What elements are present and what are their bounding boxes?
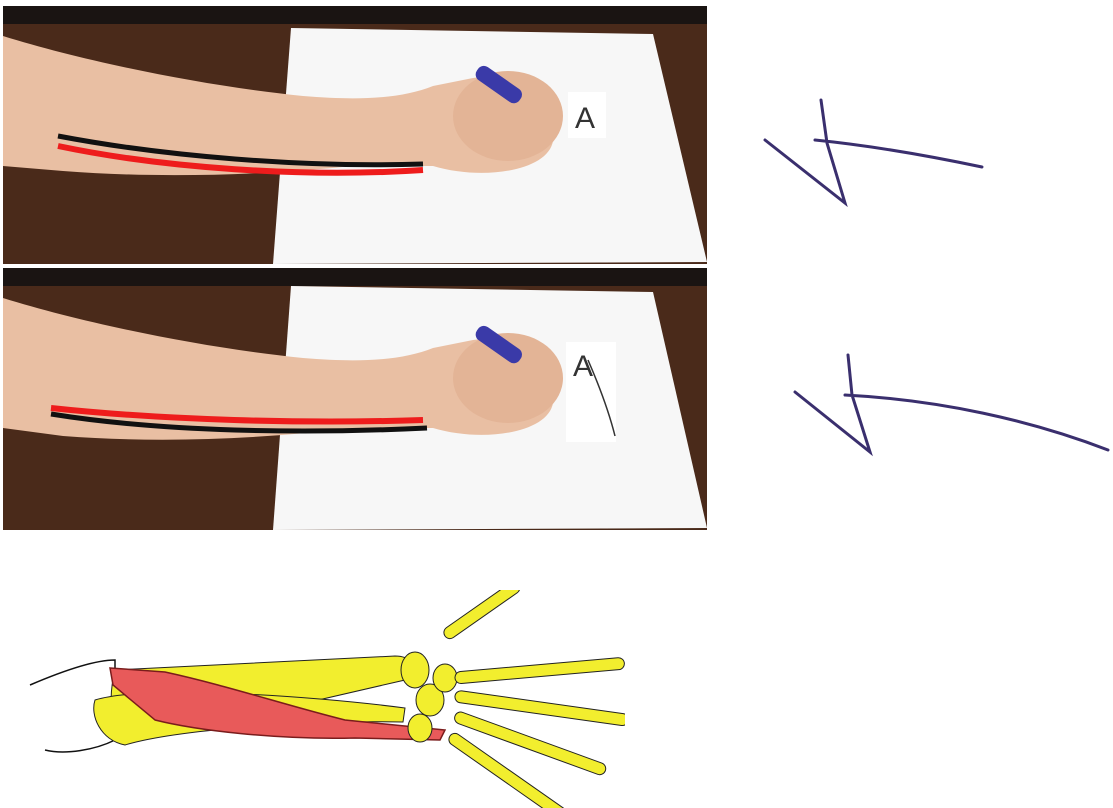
written-letter: A [575, 102, 595, 135]
finger-bones [442, 590, 625, 808]
photo-panel-bottom: A [3, 268, 707, 530]
background-dark [3, 268, 707, 286]
carpal-bones [401, 652, 457, 742]
background-dark [3, 6, 707, 24]
signature-bottom [790, 350, 1113, 460]
photo-panel-top: A [3, 6, 707, 264]
signature-top [755, 95, 990, 210]
photo-forearm-writing-bottom: A [3, 268, 707, 530]
forearm-skeleton-illustration [25, 590, 625, 808]
photo-forearm-writing-top: A [3, 6, 707, 264]
